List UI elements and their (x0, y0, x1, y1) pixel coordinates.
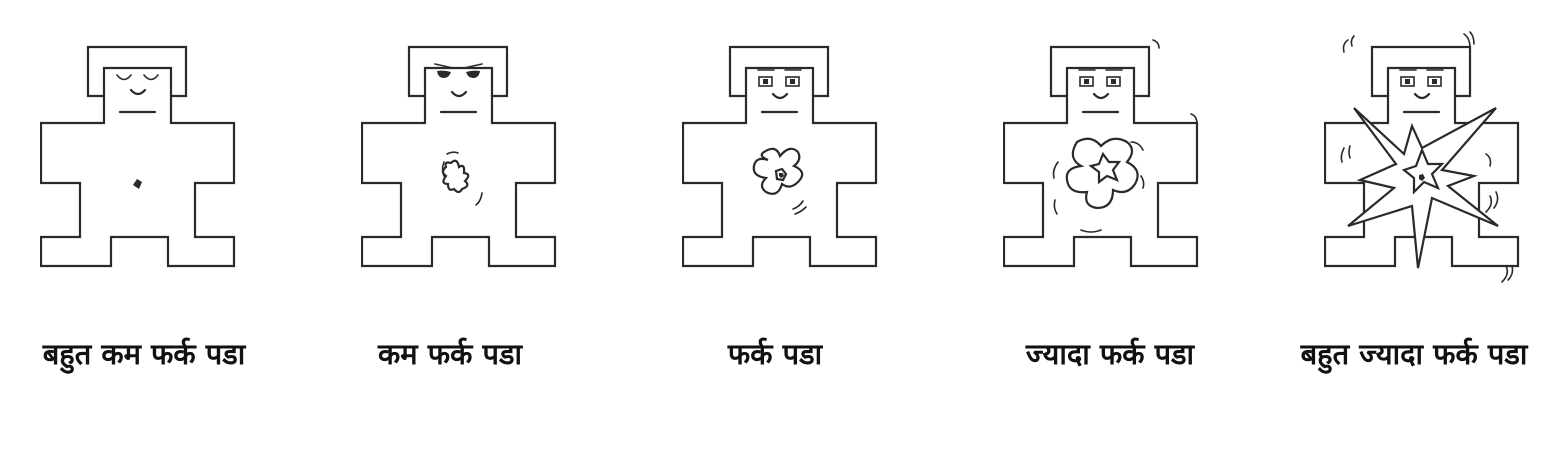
body-figure-1 (40, 45, 236, 268)
face-neutral (757, 69, 802, 100)
figure-level-1 (40, 30, 280, 292)
impact-splat-small (441, 151, 483, 206)
figure-level-4 (1003, 30, 1243, 292)
body-figure-3 (682, 45, 878, 268)
impact-splat-large (1003, 39, 1198, 267)
label-level-4: ज्यादा फर्क पडा (1025, 337, 1195, 371)
figure-level-3 (682, 30, 922, 292)
label-level-3: फर्क पडा (727, 337, 823, 371)
impact-dot (133, 179, 142, 189)
body-figure-4 (1003, 39, 1199, 268)
label-level-5: बहुत ज्यादा फर्क पडा (1300, 337, 1528, 371)
label-level-1: बहुत कम फर्क पडा (42, 337, 246, 371)
face-shocked (1399, 69, 1444, 100)
figure-level-5 (1324, 30, 1564, 292)
figure-level-2 (361, 30, 601, 292)
face-concerned (1078, 69, 1123, 100)
impact-explosion (1340, 31, 1514, 283)
body-figure-5 (1324, 31, 1520, 283)
face-calm (115, 67, 160, 96)
label-level-2: कम फर्क पडा (378, 337, 522, 371)
face-mild (434, 63, 483, 98)
impact-splat-medium (752, 147, 807, 215)
body-figure-2 (361, 45, 557, 268)
